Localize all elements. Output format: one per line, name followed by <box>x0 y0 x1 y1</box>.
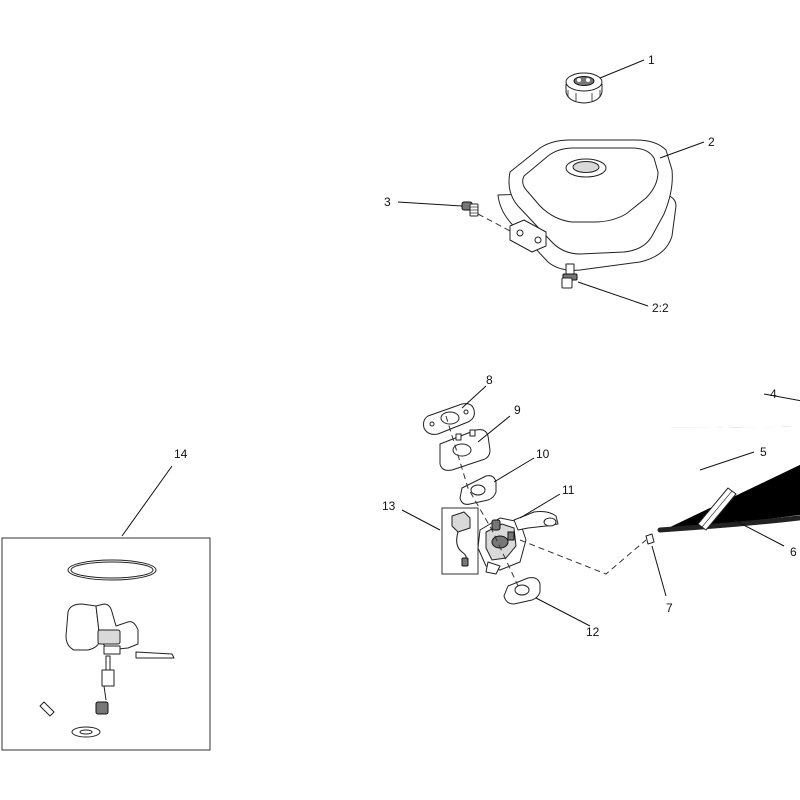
callout-3: 3 <box>384 195 391 209</box>
hose-sleeve-6 <box>697 487 737 531</box>
callout-7: 7 <box>666 601 673 615</box>
callout-10: 10 <box>536 447 550 461</box>
callout-2-2: 2:2 <box>652 301 669 315</box>
leader-10 <box>493 457 535 483</box>
leader-1 <box>599 59 645 79</box>
fuel-cap <box>565 72 603 104</box>
leader-13 <box>401 509 441 531</box>
callout-9: 9 <box>514 403 521 417</box>
leader-8 <box>461 385 487 409</box>
callout-11: 11 <box>562 483 575 497</box>
callout-1: 1 <box>648 53 655 67</box>
gasket-10 <box>459 475 497 505</box>
tank-screw-dashline <box>477 213 513 233</box>
leader-11 <box>519 493 561 519</box>
leader-6 <box>733 519 785 547</box>
callout-13: 13 <box>382 499 396 513</box>
solenoid-box <box>441 507 479 575</box>
fuel-hose-5 <box>664 426 800 530</box>
washer <box>71 726 101 738</box>
insulator-9 <box>439 429 491 471</box>
kit-box-14 <box>1 537 211 751</box>
leader-4 <box>763 393 800 402</box>
hose-clamp-7 <box>645 533 655 545</box>
fuel-tank <box>497 139 677 271</box>
callout-5: 5 <box>760 445 767 459</box>
leader-7 <box>651 545 667 597</box>
callout-14: 14 <box>174 447 188 461</box>
fuel-valve <box>561 263 578 289</box>
fuel-hose <box>657 515 800 533</box>
kit-14-parts <box>39 559 175 738</box>
float <box>65 603 139 655</box>
small-screw <box>39 701 55 717</box>
leader-3 <box>397 201 463 207</box>
callout-4: 4 <box>770 387 777 401</box>
leader-14 <box>121 465 173 537</box>
needle-valve <box>95 655 115 715</box>
callout-12: 12 <box>586 625 600 639</box>
carburetor-11 <box>477 511 559 575</box>
leader-9 <box>477 415 511 443</box>
gasket-8 <box>423 403 475 435</box>
leader-5 <box>699 451 755 471</box>
leader-2-2 <box>577 281 649 307</box>
tank-screw <box>461 201 479 217</box>
callout-6: 6 <box>790 545 797 559</box>
callout-2: 2 <box>708 135 715 149</box>
leader-12 <box>535 597 591 627</box>
gasket-12 <box>503 577 541 605</box>
solenoid-13 <box>451 511 471 567</box>
leader-2 <box>659 141 705 159</box>
float-pin <box>135 651 175 659</box>
fuel-line-routing <box>519 539 647 575</box>
o-ring <box>67 559 157 581</box>
callout-8: 8 <box>486 373 493 387</box>
